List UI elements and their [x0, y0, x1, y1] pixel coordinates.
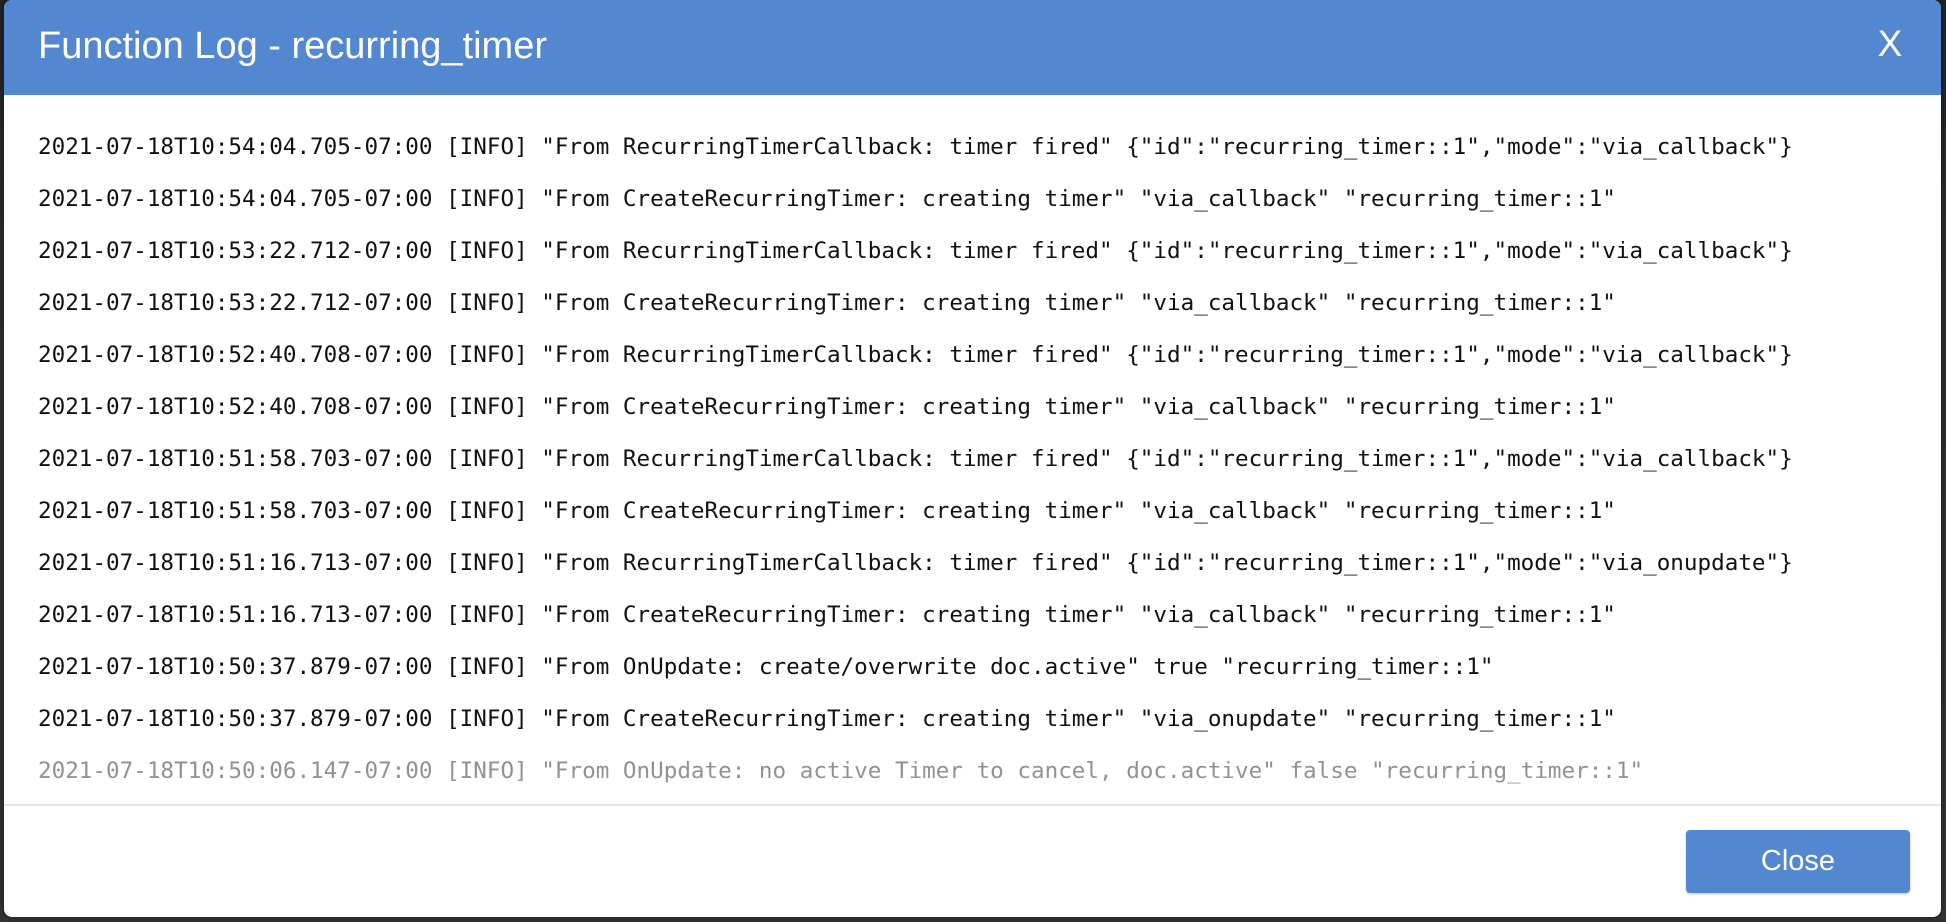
log-line: 2021-07-18T10:51:58.703-07:00 [INFO] "Fr…	[38, 446, 1793, 472]
log-scroll-area[interactable]: 2021-07-18T10:54:04.705-07:00 [INFO] "Fr…	[4, 95, 1941, 804]
dialog-title: Function Log - recurring_timer	[38, 25, 547, 67]
log-line: 2021-07-18T10:52:40.708-07:00 [INFO] "Fr…	[38, 342, 1793, 368]
dialog-header: Function Log - recurring_timer X	[4, 0, 1941, 95]
close-button[interactable]: Close	[1686, 830, 1910, 893]
close-icon[interactable]: X	[1870, 24, 1910, 64]
log-line: 2021-07-18T10:51:58.703-07:00 [INFO] "Fr…	[38, 498, 1616, 524]
function-log-dialog: Function Log - recurring_timer X 2021-07…	[4, 0, 1941, 917]
log-line: 2021-07-18T10:51:16.713-07:00 [INFO] "Fr…	[38, 602, 1616, 628]
log-line: 2021-07-18T10:53:22.712-07:00 [INFO] "Fr…	[38, 290, 1616, 316]
log-line: 2021-07-18T10:50:37.879-07:00 [INFO] "Fr…	[38, 706, 1616, 732]
log-list: 2021-07-18T10:54:04.705-07:00 [INFO] "Fr…	[38, 121, 1793, 797]
log-line-faded: 2021-07-18T10:50:06.147-07:00 [INFO] "Fr…	[38, 758, 1644, 784]
log-line: 2021-07-18T10:51:16.713-07:00 [INFO] "Fr…	[38, 550, 1793, 576]
log-line: 2021-07-18T10:54:04.705-07:00 [INFO] "Fr…	[38, 186, 1616, 212]
log-line: 2021-07-18T10:50:37.879-07:00 [INFO] "Fr…	[38, 654, 1494, 680]
dialog-footer: Close	[4, 806, 1941, 917]
log-line: 2021-07-18T10:53:22.712-07:00 [INFO] "Fr…	[38, 238, 1793, 264]
log-line: 2021-07-18T10:52:40.708-07:00 [INFO] "Fr…	[38, 394, 1616, 420]
footer-divider	[4, 804, 1941, 806]
log-line: 2021-07-18T10:54:04.705-07:00 [INFO] "Fr…	[38, 134, 1793, 160]
